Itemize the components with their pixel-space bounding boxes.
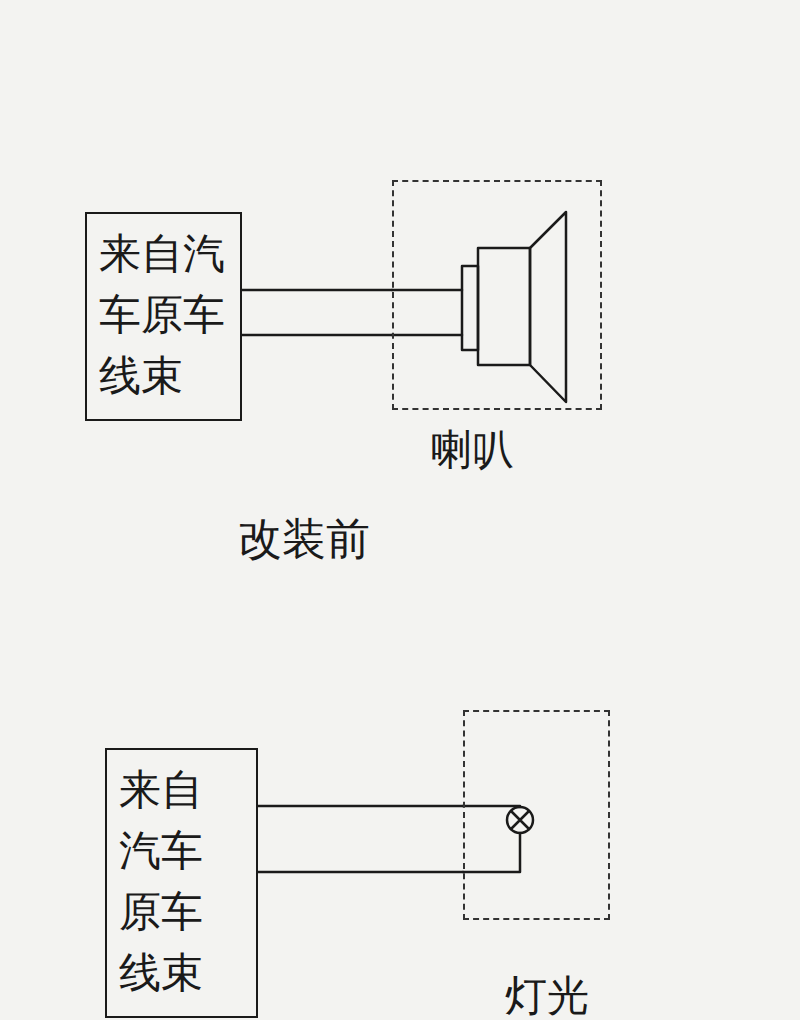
wire [392, 289, 462, 292]
box-text: 来自汽车原车线束 [119, 760, 244, 1004]
component-label: 喇叭 [430, 420, 514, 481]
caption-label: 改装前 [238, 510, 370, 569]
wire [242, 334, 392, 337]
wire [463, 833, 520, 872]
harness-box: 来自汽车原车线束 [85, 212, 242, 421]
wire [242, 289, 392, 292]
wire [258, 805, 463, 808]
wire [392, 334, 462, 337]
component-label: 灯光 [505, 966, 589, 1020]
component-housing: 灯光 [463, 710, 610, 920]
component-housing: 喇叭 [392, 180, 602, 410]
speaker-symbol [462, 212, 566, 402]
harness-box: 来自汽车原车线束 [105, 748, 258, 1018]
box-text: 来自汽车原车线束 [99, 224, 228, 407]
lamp-symbol [507, 807, 533, 833]
wire [463, 806, 520, 807]
wire [258, 871, 463, 874]
